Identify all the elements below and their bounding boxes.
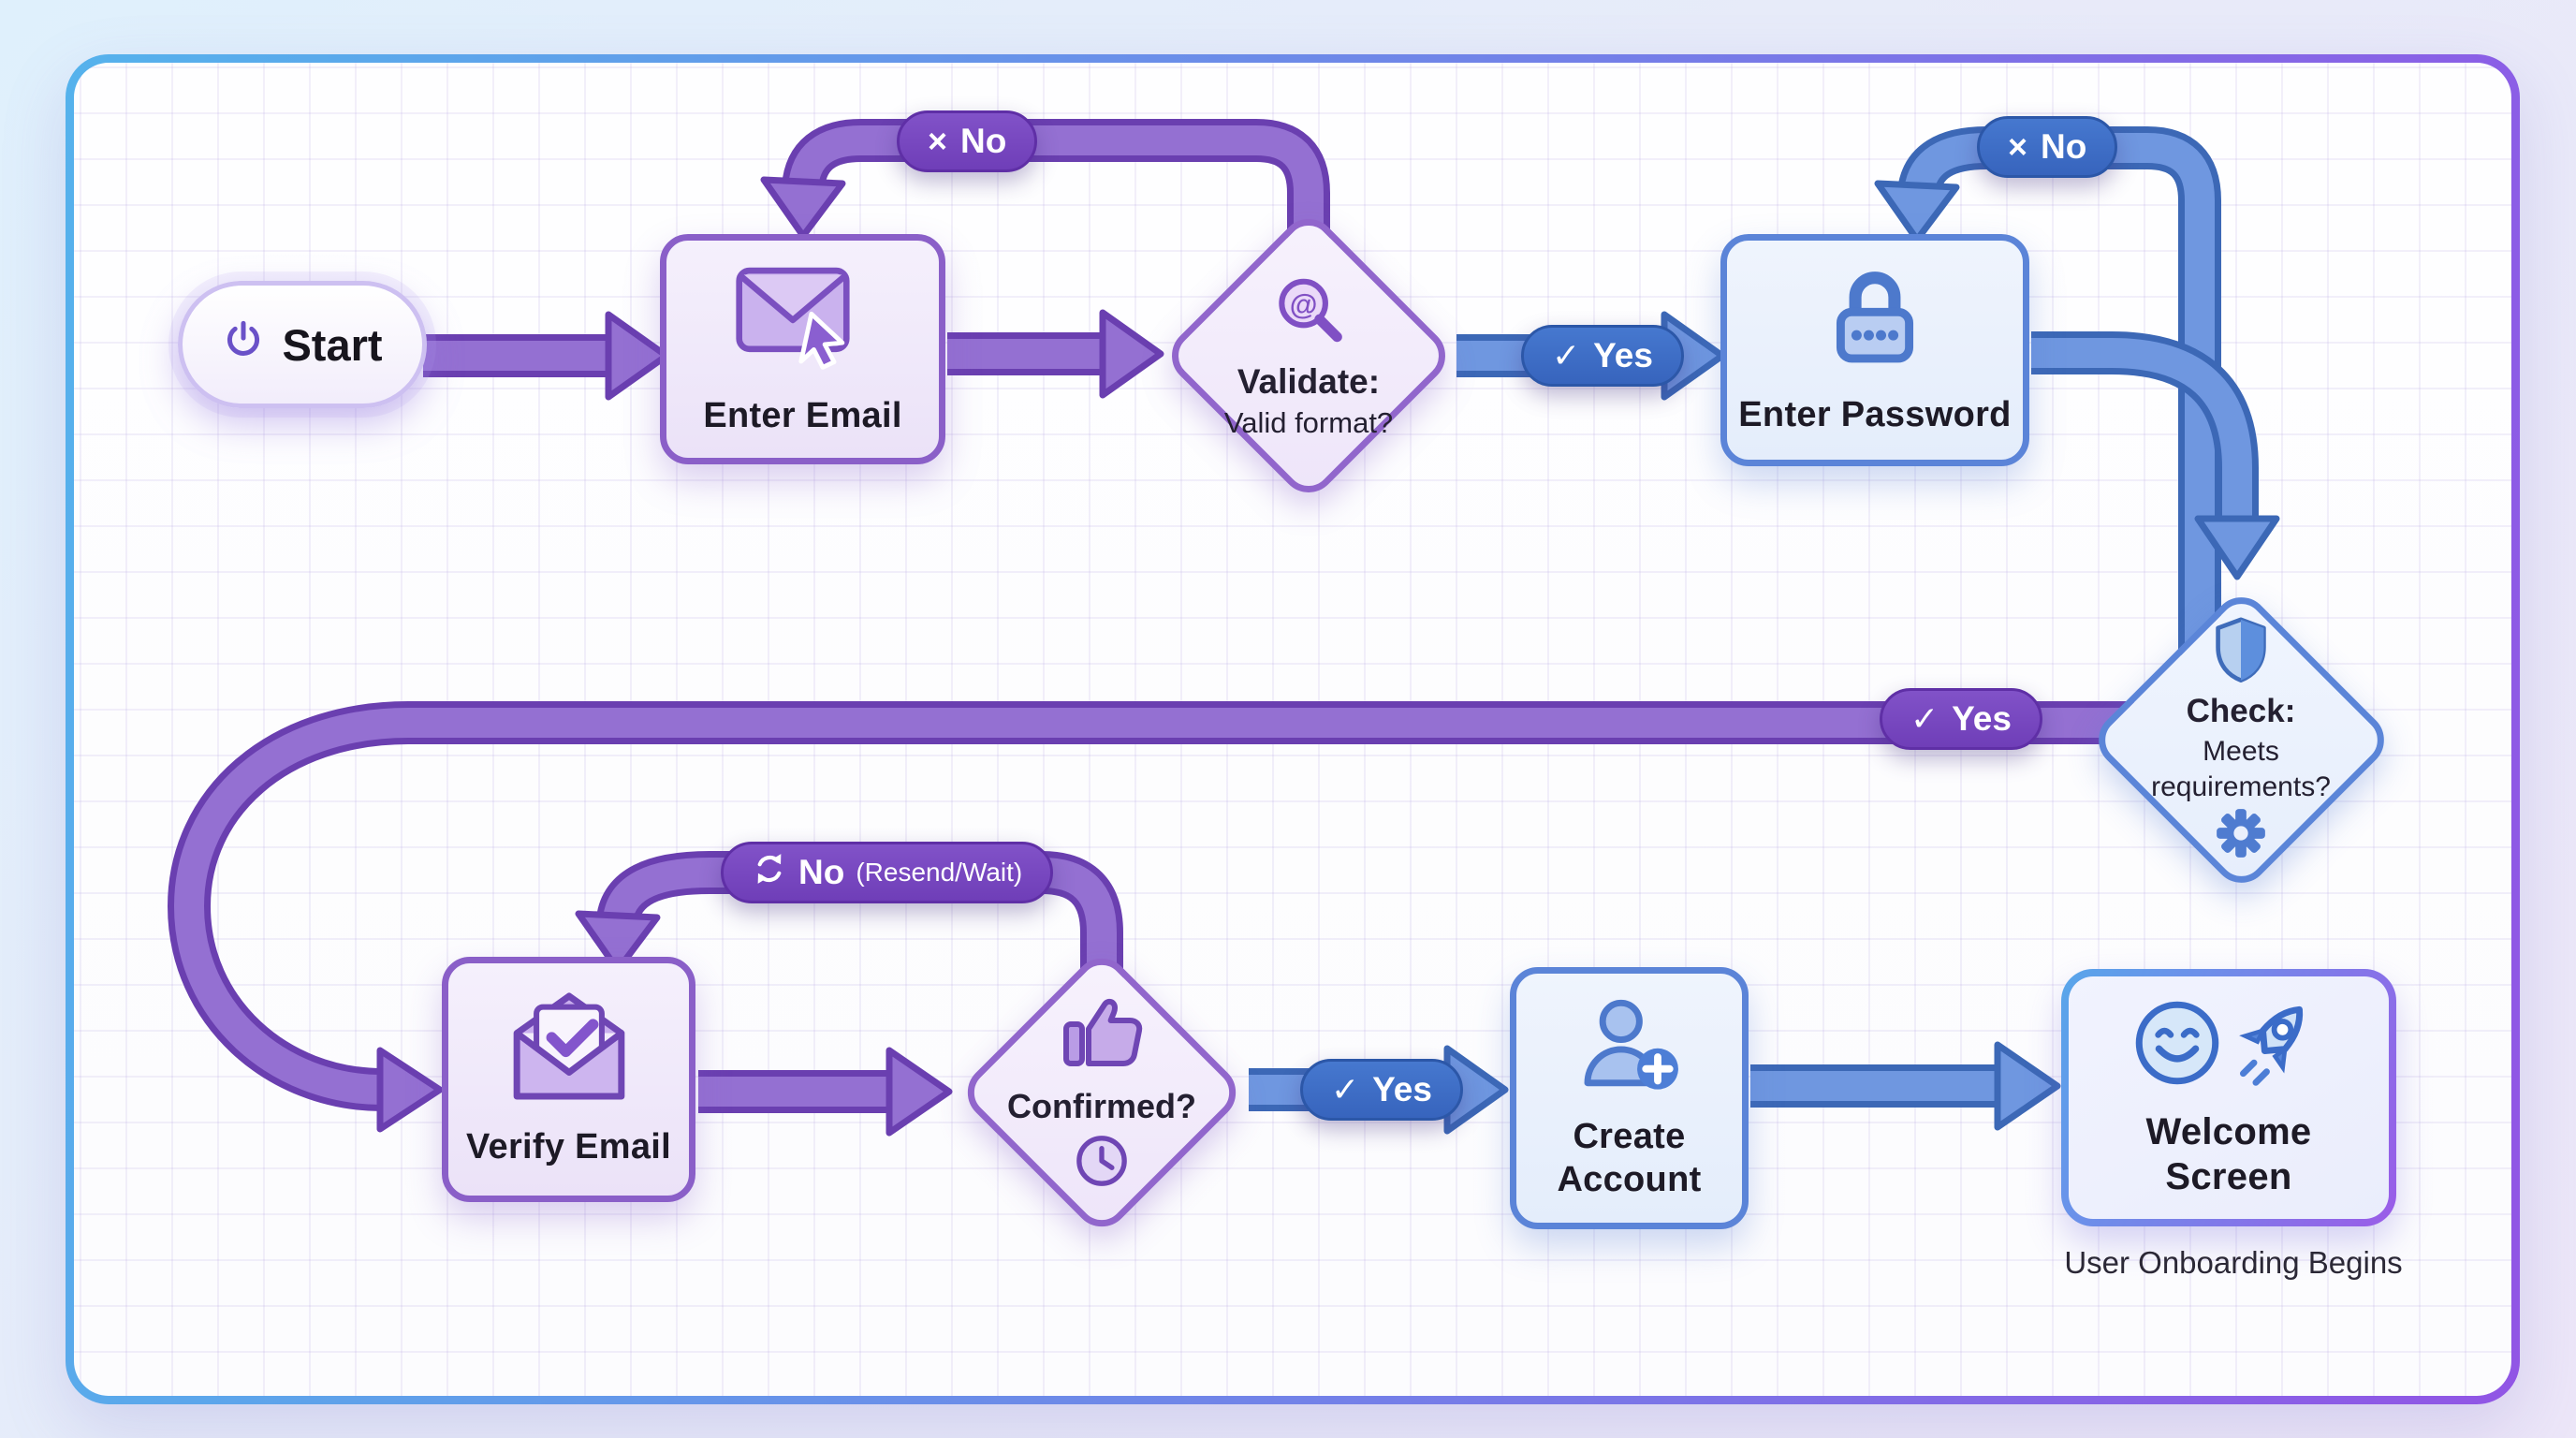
validate-question: Valid format? (1223, 406, 1394, 440)
check-question-line2: requirements? (2151, 771, 2331, 803)
badge-check-yes: ✓ Yes (1880, 688, 2042, 750)
wire-email-to-validate (947, 309, 1164, 399)
validate-content: @ Validate: Valid format? (1178, 236, 1440, 476)
wire-start-to-enter-email (423, 311, 670, 401)
at-magnifier-icon: @ (1268, 271, 1349, 357)
thumbs-up-icon (1057, 992, 1147, 1079)
envelope-check-icon (504, 990, 635, 1108)
check-icon: ✓ (1552, 336, 1581, 374)
cross-icon: × (928, 122, 948, 160)
user-plus-icon (1573, 994, 1686, 1103)
wire-check-no-loop (1874, 126, 2221, 655)
lock-icon (1816, 263, 1934, 375)
power-icon (222, 318, 265, 372)
badge-label: Yes (1952, 699, 2012, 738)
create-account-line1: Create (1573, 1117, 1686, 1157)
badge-validate-yes: ✓ Yes (1521, 325, 1684, 387)
check-title: Check: (2186, 693, 2296, 730)
enter-password-node: Enter Password (1720, 234, 2029, 466)
gear-icon (2216, 808, 2266, 863)
create-account-node: Create Account (1510, 967, 1749, 1229)
rocket-icon (2231, 996, 2324, 1094)
shield-icon (2212, 616, 2270, 688)
welcome-screen-node: Welcome Screen (2061, 969, 2396, 1226)
badge-confirm-yes: ✓ Yes (1300, 1059, 1463, 1121)
badge-label: No (960, 122, 1007, 160)
badge-label: Yes (1372, 1070, 1432, 1108)
wire-check-yes-long (167, 701, 2134, 1133)
welcome-line1: Welcome (2145, 1111, 2312, 1152)
start-label: Start (282, 319, 383, 370)
cross-icon: × (2008, 127, 2028, 166)
clock-icon (1075, 1134, 1129, 1193)
badge-label: No (2041, 127, 2087, 166)
smiley-icon (2133, 999, 2221, 1092)
badge-password-no: × No (1977, 116, 2118, 178)
enter-password-label: Enter Password (1738, 395, 2012, 435)
verify-email-node: Verify Email (442, 957, 695, 1202)
badge-label: Yes (1593, 336, 1653, 374)
verify-email-label: Verify Email (465, 1127, 672, 1167)
svg-text:@: @ (1290, 289, 1318, 321)
confirmed-content: Confirmed? (971, 969, 1233, 1216)
create-account-line2: Account (1557, 1160, 1702, 1199)
confirmed-question: Confirmed? (1007, 1087, 1196, 1126)
create-account-label: Create Account (1557, 1116, 1701, 1201)
welcome-screen-label: Welcome Screen (2146, 1109, 2312, 1199)
badge-validate-no: × No (897, 110, 1038, 172)
badge-confirm-no: No (Resend/Wait) (721, 842, 1054, 903)
check-icon: ✓ (1910, 699, 1939, 738)
start-node: Start (178, 281, 427, 408)
wire-verify-to-confirmed (698, 1047, 953, 1137)
wire-create-to-welcome (1750, 1041, 2061, 1131)
wire-validate-no-loop (760, 119, 1330, 245)
wire-password-to-check (2031, 331, 2280, 580)
welcome-icons (2133, 996, 2324, 1094)
refresh-icon (752, 851, 787, 895)
check-icon: ✓ (1331, 1070, 1360, 1108)
check-content: Check: Meets requirements? (2110, 599, 2372, 880)
badge-label: No (798, 853, 845, 891)
enter-email-label: Enter Email (703, 396, 902, 436)
enter-email-node: Enter Email (660, 234, 945, 464)
validate-title: Validate: (1237, 361, 1381, 401)
check-question-line1: Meets (2203, 735, 2279, 767)
welcome-line2: Screen (2165, 1156, 2292, 1197)
envelope-cursor-icon (733, 260, 873, 376)
badge-suffix: (Resend/Wait) (856, 858, 1023, 887)
diagram-caption: User Onboarding Begins (2064, 1245, 2403, 1280)
